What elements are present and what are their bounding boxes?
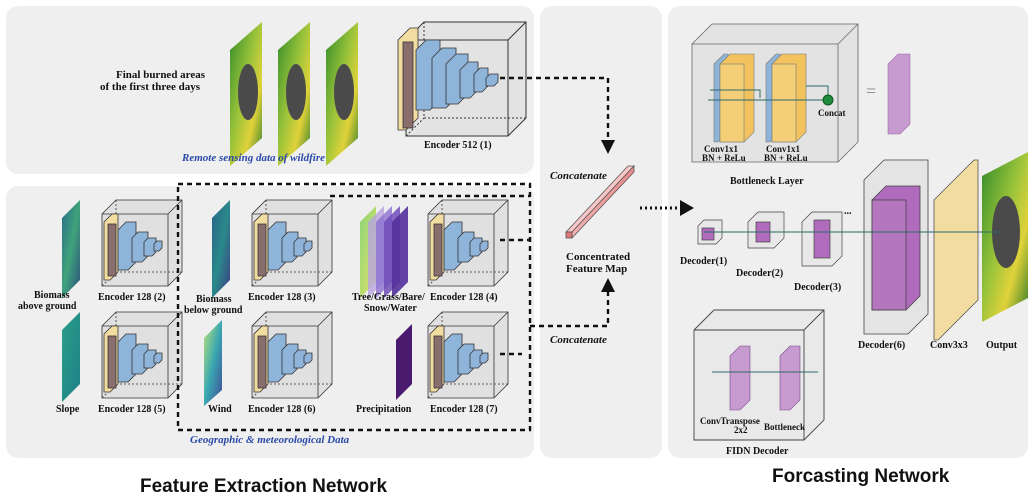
decoder-ellipsis: ... <box>844 206 852 217</box>
conv-a-label-2: BN + ReLu <box>702 153 746 163</box>
conv3x3-label: Conv3x3 <box>930 340 968 351</box>
arrow-down-icon <box>601 140 615 154</box>
encoder-128-6-cube <box>251 311 333 399</box>
slope-label: Slope <box>56 404 80 415</box>
conv-b-label-1: Conv1x1 <box>766 144 801 154</box>
biomass-above-label-2: above ground <box>18 301 77 312</box>
feature-map-bar <box>565 164 635 240</box>
conv-b-label-2: BN + ReLu <box>764 153 808 163</box>
landcover-label-1: Tree/Grass/Bare/ <box>352 292 425 303</box>
encoder-5-label: Encoder 128 (5) <box>98 404 166 415</box>
bottleneck-conv-b <box>765 53 807 143</box>
concatenation-panel <box>540 6 662 458</box>
decoder-2-block <box>747 211 785 249</box>
decoder-2-label: Decoder(2) <box>736 268 784 279</box>
feature-extraction-heading: Feature Extraction Network <box>140 476 388 497</box>
decoder-6-label: Decoder(6) <box>858 340 906 351</box>
arrow-right-icon <box>680 200 694 216</box>
decoder-3-block <box>801 211 843 267</box>
bottleneck-conv-a <box>713 53 755 143</box>
burned-area-label-2: of the first three days <box>100 81 200 93</box>
concatenate-top-label: Concatenate <box>550 170 607 182</box>
remote-sensing-title: Remote sensing data of wildfire <box>182 152 325 164</box>
output-image <box>982 152 1028 322</box>
decoder-6-block <box>863 159 929 335</box>
feature-map-label-1: Concentrated <box>566 251 631 263</box>
concat-label: Concat <box>818 108 846 118</box>
geo-meteo-title: Geographic & meteorological Data <box>190 434 350 446</box>
precipitation-label: Precipitation <box>356 404 412 415</box>
fidn-decoder-label: FIDN Decoder <box>726 446 789 457</box>
concat-node-icon <box>822 94 834 106</box>
landcover-stack <box>360 206 408 298</box>
bottleneck-flow <box>708 85 829 101</box>
biomass-below-label-2: below ground <box>184 305 243 316</box>
slope-map <box>62 312 80 402</box>
burned-area-image-1 <box>230 22 262 166</box>
burned-area-image-2 <box>278 22 310 166</box>
fidn-bottleneck-label: Bottleneck <box>764 422 805 432</box>
encoder-512-label: Encoder 512 (1) <box>424 140 492 151</box>
encoder-2-label: Encoder 128 (2) <box>98 292 166 303</box>
wind-map <box>204 320 222 406</box>
encoder-128-5-cube <box>101 311 183 399</box>
encoder-128-4-cube <box>427 199 509 287</box>
encoder-128-2-cube <box>101 199 183 287</box>
precipitation-map <box>396 324 412 400</box>
encoder-3-label: Encoder 128 (3) <box>248 292 316 303</box>
dashed-connectors <box>176 76 610 432</box>
encoder-512-layers <box>397 27 499 131</box>
decoder-1-label: Decoder(1) <box>680 256 728 267</box>
conv-a-label-1: Conv1x1 <box>704 144 739 154</box>
wind-label: Wind <box>208 404 232 415</box>
encoder-128-cubes <box>101 199 509 399</box>
encoder-4-label: Encoder 128 (4) <box>430 292 498 303</box>
landcover-label-2: Snow/Water <box>364 303 417 314</box>
arrow-up-icon <box>601 278 615 292</box>
output-label: Output <box>986 340 1018 351</box>
encoder-6-label: Encoder 128 (6) <box>248 404 316 415</box>
convtranspose-block <box>729 345 751 411</box>
conv3x3-block <box>933 159 979 341</box>
biomass-below-map <box>212 200 230 298</box>
bottleneck-output-block <box>887 53 911 135</box>
bottleneck-layer-label: Bottleneck Layer <box>730 176 804 187</box>
forecasting-heading: Forcasting Network <box>772 466 950 487</box>
feature-map-label-2: Feature Map <box>566 263 628 275</box>
biomass-above-map <box>62 200 80 298</box>
convtranspose-label-1: ConvTranspose <box>700 416 760 426</box>
encoder-7-label: Encoder 128 (7) <box>430 404 498 415</box>
burned-area-label-1: Final burned areas <box>116 69 206 81</box>
encoder-128-3-cube <box>251 199 333 287</box>
biomass-below-label-1: Biomass <box>196 294 232 305</box>
concatenate-bottom-label: Concatenate <box>550 334 607 346</box>
fidn-bottleneck-block <box>779 345 801 411</box>
burned-area-image-3 <box>326 22 358 166</box>
encoder-128-7-cube <box>427 311 509 399</box>
decoder-3-label: Decoder(3) <box>794 282 842 293</box>
biomass-above-label-1: Biomass <box>34 290 70 301</box>
equals-sign: = <box>866 81 877 101</box>
convtranspose-label-2: 2x2 <box>734 425 748 435</box>
